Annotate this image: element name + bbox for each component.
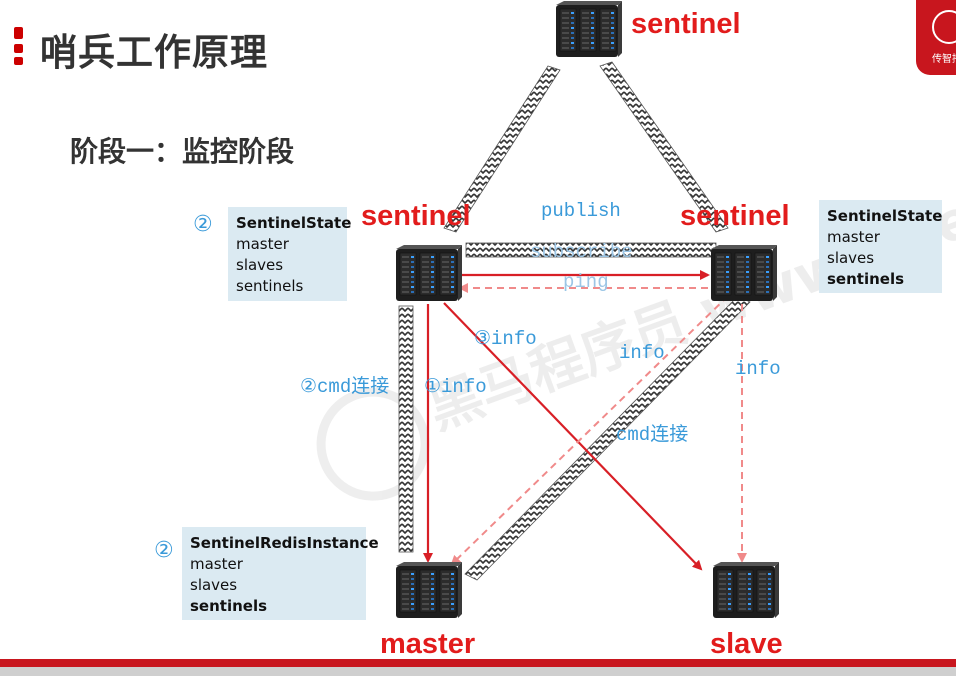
edge-label-ping: ping xyxy=(563,271,609,293)
sentinel-state-box-left: SentinelState master slaves sentinels xyxy=(228,207,352,301)
server-icon-top-sentinel xyxy=(556,1,622,57)
link-sentinel-master-band xyxy=(398,305,414,553)
box-line: sentinels xyxy=(236,277,304,295)
box-line-bold: sentinels xyxy=(190,597,268,615)
box-line: slaves xyxy=(236,256,284,274)
edge-label-info-mid: info xyxy=(619,342,665,364)
node-label-top-sentinel: sentinel xyxy=(631,8,741,40)
slide-title: 哨兵工作原理 xyxy=(40,31,268,74)
box-header: SentinelRedisInstance xyxy=(190,534,379,552)
step-marker-left: ② xyxy=(193,212,213,237)
sentinel-state-box-right: SentinelState master slaves sentinels xyxy=(819,200,942,293)
logo-text: 传智播 xyxy=(932,54,956,65)
box-header: SentinelState xyxy=(827,207,943,225)
server-icon-left-sentinel xyxy=(396,245,462,301)
edge-label-info-right: info xyxy=(735,358,781,380)
box-line: master xyxy=(827,228,880,246)
logo-ring-icon xyxy=(932,10,956,44)
title-bullet-bottom xyxy=(14,57,23,65)
footer-gray-bar xyxy=(0,667,956,676)
footer-red-bar xyxy=(0,659,956,667)
node-label-right-sentinel: sentinel xyxy=(680,200,790,232)
server-icon-master xyxy=(396,562,462,618)
watermark-logo-icon xyxy=(316,387,430,501)
node-label-slave: slave xyxy=(710,628,783,660)
box-line: master xyxy=(190,555,243,573)
title-bullet-top xyxy=(14,27,23,39)
edge-label-info-1: ①info xyxy=(424,376,487,398)
edge-label-cmd-mid: cmd连接 xyxy=(616,424,689,446)
box-line: slaves xyxy=(827,249,875,267)
link-top-right-band xyxy=(599,61,729,233)
box-line: slaves xyxy=(190,576,238,594)
edge-label-subscribe: subscribe xyxy=(530,241,633,263)
server-icon-slave xyxy=(713,562,779,618)
server-icon-right-sentinel xyxy=(711,245,777,301)
node-label-left-sentinel: sentinel xyxy=(361,200,471,232)
arrow-right-sentinel-to-master xyxy=(450,295,729,566)
brand-logo: 传智播 xyxy=(916,0,956,75)
arrow-sentinel-to-slave xyxy=(443,302,703,571)
edge-label-cmd-2: ②cmd连接 xyxy=(300,376,390,398)
link-top-left-band xyxy=(443,65,561,233)
sentinel-redis-instance-box: SentinelRedisInstance master slaves sent… xyxy=(182,527,379,620)
title-bullet-mid xyxy=(14,44,23,53)
box-header: SentinelState xyxy=(236,214,352,232)
box-line-bold: sentinels xyxy=(827,270,905,288)
edge-label-publish: publish xyxy=(541,200,621,222)
node-label-master: master xyxy=(380,628,476,660)
phase-subtitle: 阶段一：监控阶段 xyxy=(70,135,295,168)
edge-label-info-3: ③info xyxy=(474,328,537,350)
step-marker-bottom: ② xyxy=(154,538,174,563)
box-line: master xyxy=(236,235,289,253)
